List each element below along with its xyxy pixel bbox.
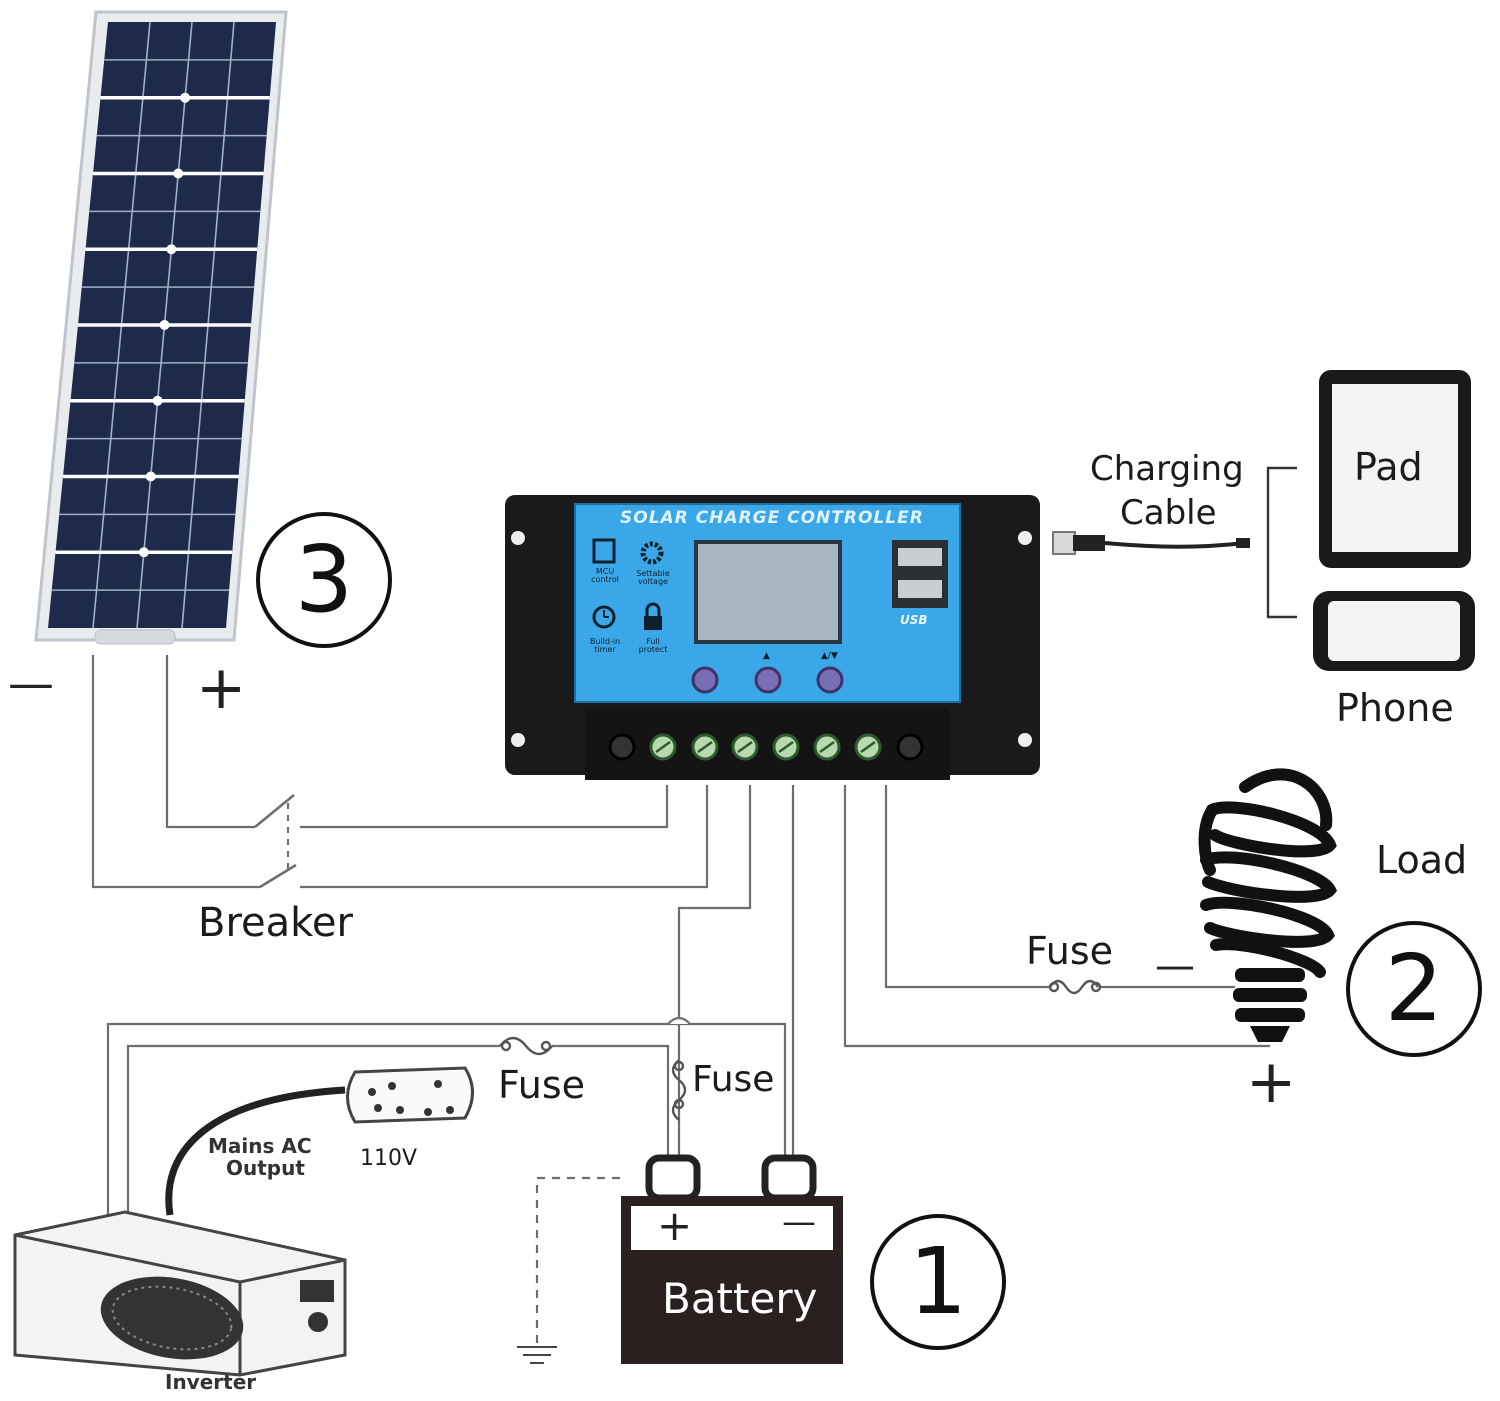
charging-cable-label-2: Cable <box>1120 493 1217 533</box>
pad-label: Pad <box>1354 445 1423 489</box>
load-label: Load <box>1376 838 1468 882</box>
inverter-icon <box>13 1210 347 1377</box>
protect-label: Full protect <box>638 637 668 654</box>
battery-minus-sign: — <box>782 1202 816 1242</box>
timer-label: Build-in timer <box>589 637 621 654</box>
ac-output-cable <box>165 1086 346 1216</box>
ground-icon <box>517 1346 557 1364</box>
battery-marker: 1 <box>870 1214 1006 1350</box>
inverter-fuse-label: Fuse <box>498 1063 586 1107</box>
panel-positive-wire <box>165 655 255 829</box>
load-minus-sign: — <box>1155 943 1195 989</box>
fuse-symbols <box>499 979 1102 1121</box>
down-button-label: ▲/▼ <box>821 651 838 661</box>
inverter-negative-wire <box>106 1022 787 1215</box>
inverter-fuse-symbol <box>499 1036 553 1056</box>
lock-icon <box>644 616 662 630</box>
settable-voltage-label: Settable voltage <box>636 569 670 586</box>
up-button <box>754 666 782 694</box>
panel-negative-wire <box>91 655 260 889</box>
usb-charging-cable <box>1052 531 1250 555</box>
charge-controller <box>505 495 1040 780</box>
mains-ac-label-1: Mains AC <box>208 1134 312 1158</box>
battery-fuse-label: Fuse <box>692 1059 775 1100</box>
gear-icon <box>640 541 664 565</box>
up-button-label: ▲ <box>763 651 770 661</box>
panel-minus-sign: — <box>8 656 54 710</box>
battery-fuse-symbol <box>671 1059 687 1121</box>
voltage-label: 110V <box>360 1146 418 1171</box>
breaker-label: Breaker <box>198 900 353 946</box>
usb-label: USB <box>900 613 928 627</box>
load-negative-wire <box>884 785 1050 989</box>
battery-plus-sign: + <box>657 1201 693 1250</box>
charging-cable-label-1: Charging <box>1090 449 1244 489</box>
panel-marker: 3 <box>256 512 392 648</box>
battery-positive-wire <box>677 785 752 1165</box>
ground-wire <box>535 1176 620 1345</box>
load-plus-sign: + <box>1246 1047 1297 1117</box>
battery-icon <box>621 1154 843 1364</box>
load-fuse-symbol <box>1049 979 1099 995</box>
wires <box>91 655 1270 1345</box>
load-fuse-label: Fuse <box>1026 929 1114 973</box>
inverter-positive-wire <box>126 1044 500 1215</box>
mains-ac-label-2: Output <box>226 1156 305 1180</box>
load-marker: 2 <box>1346 921 1482 1057</box>
down-button <box>816 666 844 694</box>
solar-panel <box>34 10 288 645</box>
phone-icon <box>1313 591 1475 671</box>
load-positive-wire <box>843 785 1270 1048</box>
light-bulb-icon <box>1198 768 1338 978</box>
controller-title: SOLAR CHARGE CONTROLLER <box>620 508 924 528</box>
ac-socket-icon <box>346 1066 474 1124</box>
phone-label: Phone <box>1336 686 1454 730</box>
menu-button <box>691 666 719 694</box>
panel-plus-sign: + <box>196 653 247 723</box>
clock-icon <box>592 605 616 629</box>
tablet-icon <box>1319 370 1471 568</box>
breaker-pv-plus-wire <box>300 785 669 829</box>
breaker-pv-minus-wire <box>300 785 709 889</box>
lcd-screen <box>694 540 842 644</box>
mcu-label: MCU control <box>591 567 619 584</box>
bulb-base <box>1233 968 1307 1042</box>
device-bracket <box>1266 466 1297 619</box>
chip-icon <box>592 538 616 564</box>
battery-label: Battery <box>662 1274 818 1323</box>
inverter-label: Inverter <box>165 1370 257 1394</box>
